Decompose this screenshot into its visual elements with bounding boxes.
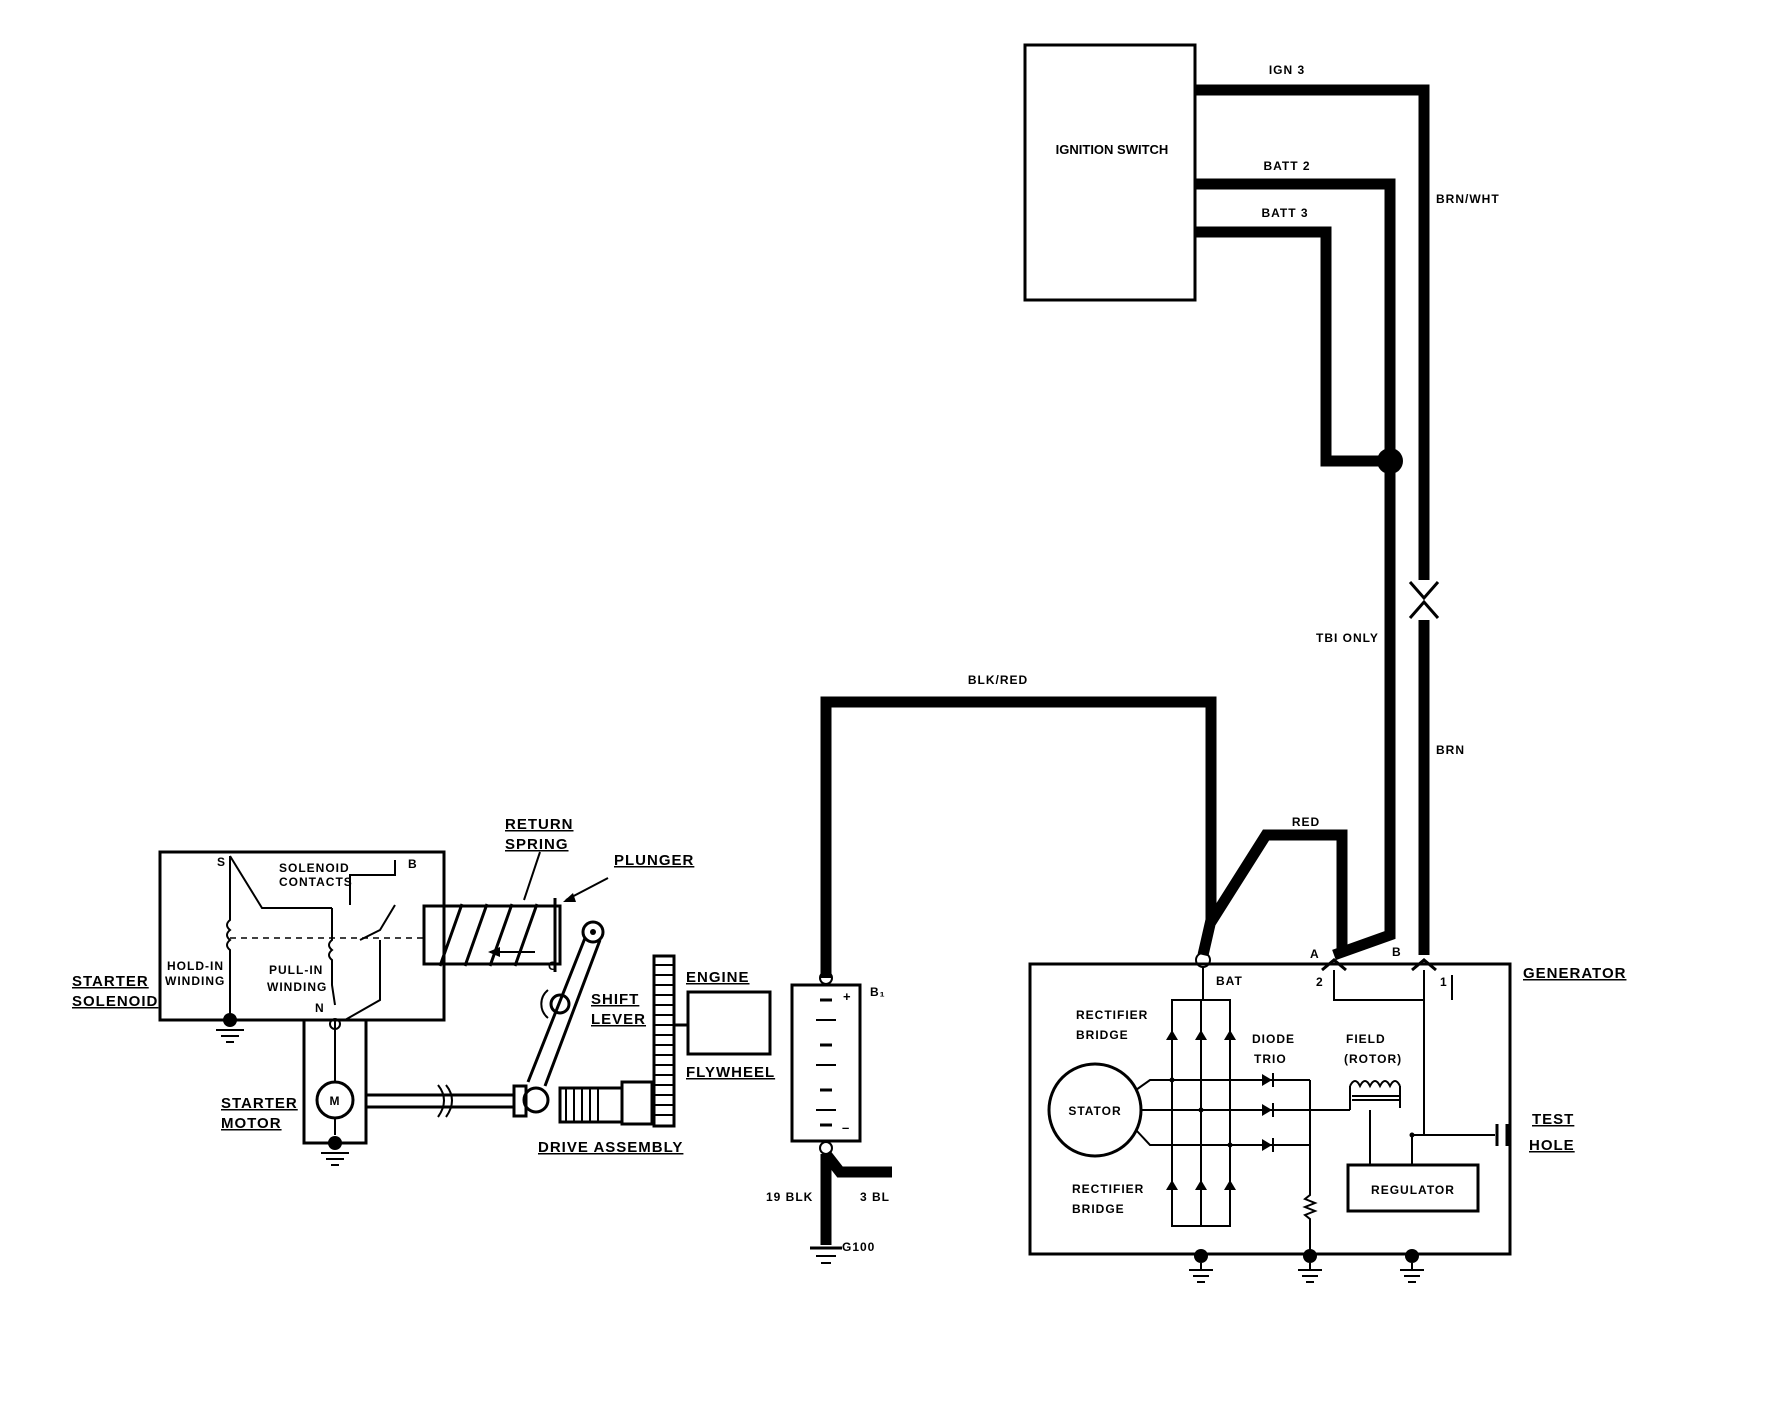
hold-in-1: HOLD-IN bbox=[167, 959, 224, 973]
label-brn: BRN bbox=[1436, 743, 1465, 757]
ignition-switch-box bbox=[1023, 43, 1197, 302]
label-batt2: BATT 2 bbox=[1263, 159, 1310, 173]
label-g100: G100 bbox=[842, 1240, 875, 1254]
c-label: C bbox=[548, 959, 558, 973]
pull-in-2: WINDING bbox=[267, 980, 327, 994]
ignition-switch: IGNITION SWITCH bbox=[1023, 43, 1197, 302]
conn-b-label: B bbox=[1392, 945, 1402, 959]
generator-title: GENERATOR bbox=[1523, 965, 1626, 982]
hold-in-2: WINDING bbox=[165, 974, 225, 988]
battery: + – B₁ 19 BLK 3 BL G100 bbox=[766, 971, 892, 1264]
battery-plus: + bbox=[843, 989, 851, 1004]
starter-solenoid-1: STARTER bbox=[72, 973, 149, 990]
label-blk-red: BLK/RED bbox=[968, 673, 1028, 687]
label-batt3: BATT 3 bbox=[1261, 206, 1308, 220]
pull-in-1: PULL-IN bbox=[269, 963, 323, 977]
rectifier-top-2: BRIDGE bbox=[1076, 1028, 1129, 1042]
field-coil bbox=[1349, 1080, 1401, 1089]
bat-label: BAT bbox=[1216, 974, 1243, 988]
s-terminal-label: S bbox=[217, 855, 226, 869]
starter-motor-2: MOTOR bbox=[221, 1115, 282, 1132]
battery-terminal-label: B₁ bbox=[870, 985, 886, 999]
engine-box bbox=[686, 990, 772, 1056]
regulator-label: REGULATOR bbox=[1371, 1183, 1455, 1197]
wire-ign3 bbox=[1195, 84, 1430, 580]
generator-grounds bbox=[1189, 1249, 1424, 1283]
armature-shaft bbox=[366, 1093, 514, 1109]
generator: GENERATOR BAT A B 2 1 RECTIFIER BRIDGE R… bbox=[1028, 945, 1626, 1283]
return-spring-1: RETURN bbox=[505, 816, 574, 833]
label-red: RED bbox=[1292, 815, 1320, 829]
solenoid-contacts-1: SOLENOID bbox=[279, 861, 350, 875]
connector-bottom bbox=[1408, 599, 1440, 619]
ignition-wires bbox=[1195, 84, 1440, 961]
return-spring-2: SPRING bbox=[505, 836, 569, 853]
battery-box bbox=[790, 983, 862, 1143]
ignition-switch-label: IGNITION SWITCH bbox=[1056, 142, 1169, 157]
pin2-label: 2 bbox=[1316, 975, 1324, 989]
label-ign3: IGN 3 bbox=[1269, 63, 1305, 77]
test-hole-1: TEST bbox=[1532, 1111, 1574, 1128]
rectifier-bottom-1: RECTIFIER bbox=[1072, 1182, 1144, 1196]
n-terminal-label: N bbox=[315, 1001, 325, 1015]
solenoid-contacts-2: CONTACTS bbox=[279, 875, 353, 889]
drive-assembly-label: DRIVE ASSEMBLY bbox=[538, 1139, 683, 1156]
diode-trio-2: TRIO bbox=[1254, 1052, 1287, 1066]
test-hole-2: HOLE bbox=[1529, 1137, 1575, 1154]
b-terminal-label: B bbox=[408, 857, 418, 871]
battery-minus: – bbox=[842, 1120, 849, 1135]
starter-solenoid-box bbox=[158, 850, 446, 1022]
wire-blk-red bbox=[820, 696, 1217, 978]
stator-label: STATOR bbox=[1068, 1104, 1121, 1118]
engine-label: ENGINE bbox=[686, 969, 750, 986]
plunger-label: PLUNGER bbox=[614, 852, 694, 869]
flywheel-label: FLYWHEEL bbox=[686, 1064, 775, 1081]
label-19blk: 19 BLK bbox=[766, 1190, 813, 1204]
bridge-diodes bbox=[1166, 1030, 1236, 1190]
label-brn-wht: BRN/WHT bbox=[1436, 192, 1500, 206]
diode-trio bbox=[1262, 1073, 1274, 1152]
shift-lever-1: SHIFT bbox=[591, 991, 639, 1008]
starter-motor-1: STARTER bbox=[221, 1095, 298, 1112]
conn-a-label: A bbox=[1310, 947, 1320, 961]
rectifier-top-1: RECTIFIER bbox=[1076, 1008, 1148, 1022]
motor-symbol-label: M bbox=[330, 1094, 341, 1108]
label-3bl: 3 BL bbox=[860, 1190, 890, 1204]
field-1: FIELD bbox=[1346, 1032, 1386, 1046]
flywheel bbox=[652, 954, 676, 1128]
connector-top bbox=[1408, 581, 1440, 601]
shift-lever bbox=[526, 937, 602, 1087]
field-2: (ROTOR) bbox=[1344, 1052, 1402, 1066]
diode-trio-1: DIODE bbox=[1252, 1032, 1295, 1046]
rectifier-bottom-2: BRIDGE bbox=[1072, 1202, 1125, 1216]
wire-red bbox=[1206, 829, 1348, 955]
wire-batt2 bbox=[1195, 178, 1396, 961]
shift-lever-2: LEVER bbox=[591, 1011, 646, 1028]
return-spring-coils bbox=[438, 903, 539, 967]
starter-system: S B N SOLENOID CONTACTS HOLD-IN WINDING … bbox=[72, 816, 775, 1166]
conn-a-marker bbox=[1321, 958, 1347, 972]
wire-batt3 bbox=[1195, 226, 1390, 467]
label-tbi-only: TBI ONLY bbox=[1316, 631, 1379, 645]
splice-dot bbox=[1377, 448, 1403, 474]
wire-3bl bbox=[821, 1150, 892, 1178]
conn-b-marker bbox=[1411, 958, 1437, 972]
starter-solenoid-2: SOLENOID bbox=[72, 993, 158, 1010]
pin1-label: 1 bbox=[1440, 975, 1448, 989]
